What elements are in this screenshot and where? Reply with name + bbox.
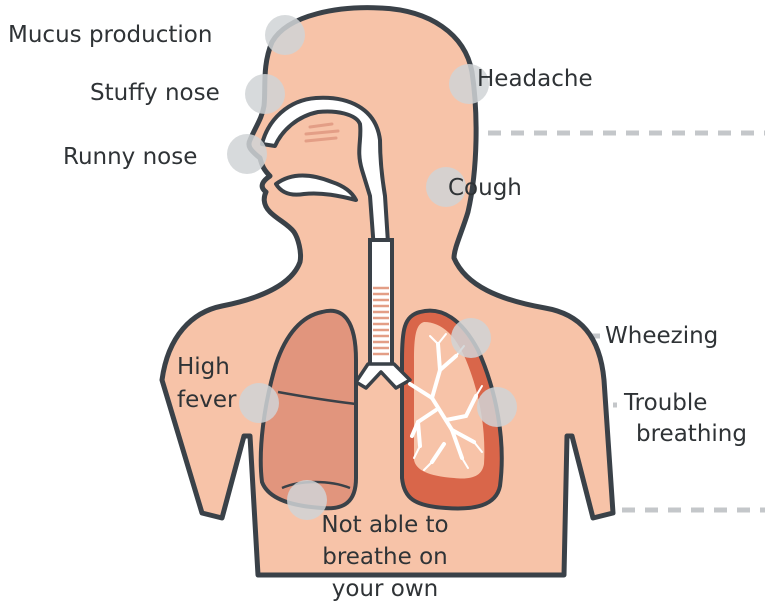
label-mucus-production: Mucus production (8, 22, 212, 49)
label-stuffy-nose: Stuffy nose (90, 80, 220, 107)
label-trouble-breathing-line2: breathing (636, 421, 747, 448)
label-runny-nose: Runny nose (63, 144, 197, 171)
label-headache: Headache (477, 66, 593, 93)
label-not-able-line2: breathe on (300, 544, 470, 571)
marker-wheezing (451, 318, 491, 358)
marker-trouble-breathing (477, 387, 517, 427)
label-not-able-line3: your own (300, 576, 470, 603)
label-not-able-line1: Not able to (300, 512, 470, 539)
label-wheezing: Wheezing (605, 323, 718, 350)
label-high-fever-line2: fever (177, 387, 236, 414)
marker-runny-nose (227, 134, 267, 174)
label-trouble-breathing-line1: Trouble (624, 390, 707, 417)
label-cough: Cough (448, 175, 522, 202)
marker-high-fever (239, 383, 279, 423)
marker-mucus-production (265, 15, 305, 55)
label-high-fever-line1: High (177, 354, 230, 381)
marker-stuffy-nose (245, 74, 285, 114)
